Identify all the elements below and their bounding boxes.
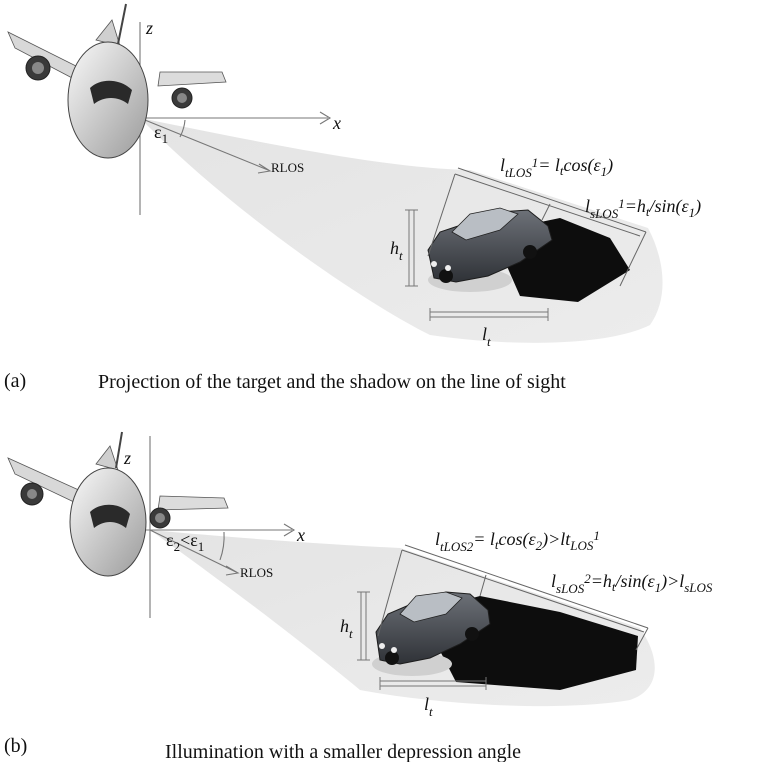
length-label: lt — [482, 324, 491, 349]
target-projection-equation: ltLOS2= ltcos(ε2)>ltLOS1 — [435, 528, 600, 554]
axis-x-label: x — [296, 525, 305, 545]
panel-a-caption: Projection of the target and the shadow … — [98, 371, 566, 393]
car-image — [372, 591, 491, 676]
panel-b-caption: Illumination with a smaller depression a… — [165, 741, 521, 762]
shadow-projection-equation: lsLOS1=ht/sin(ε1) — [585, 196, 701, 221]
shadow-projection-equation: lsLOS2=ht/sin(ε1)>lsLOS — [551, 571, 713, 596]
panel-b: z x ε2<ε1 RLOS — [4, 431, 713, 762]
height-label: ht — [390, 238, 403, 263]
angle-label: ε2<ε1 — [166, 530, 204, 554]
height-bracket — [405, 209, 418, 287]
projection-lines — [427, 167, 647, 287]
axis-z-label: z — [145, 18, 153, 38]
rlos-label: RLOS — [271, 160, 304, 175]
length-label: lt — [424, 694, 433, 719]
axis-x-label: x — [332, 113, 341, 133]
rlos-label: RLOS — [240, 565, 273, 580]
panel-b-letter: (b) — [4, 735, 27, 757]
airplane-image — [7, 431, 229, 577]
airplane-image — [7, 3, 227, 159]
height-bracket — [357, 591, 370, 661]
angle-label: ε1 — [154, 122, 168, 146]
length-bracket — [429, 308, 549, 321]
projection-lines — [377, 544, 649, 651]
target-projection-equation: ltLOS1= ltcos(ε1) — [500, 155, 613, 180]
axis-z-label: z — [123, 448, 131, 468]
panel-a: z x ε1 RLOS — [4, 3, 701, 393]
car-image — [427, 207, 553, 292]
length-bracket — [379, 677, 487, 690]
panel-a-letter: (a) — [4, 370, 26, 392]
height-label: ht — [340, 616, 353, 641]
